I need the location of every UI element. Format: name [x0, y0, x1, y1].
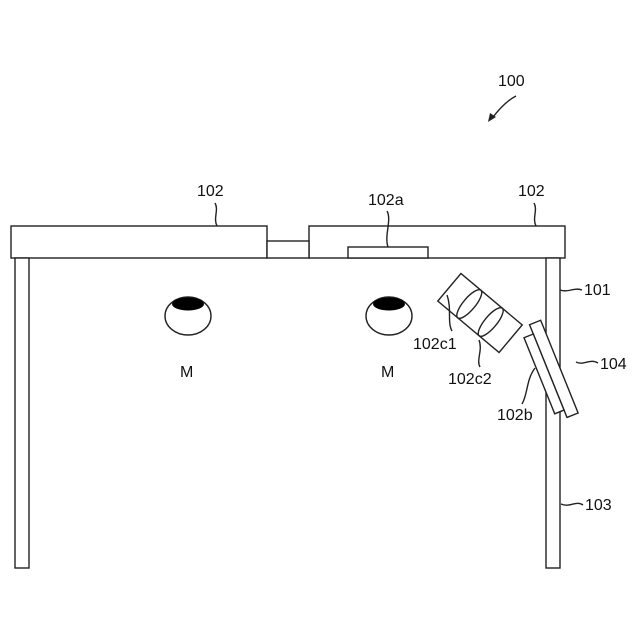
label-101: 101: [584, 282, 611, 299]
label-103: 103: [585, 497, 612, 514]
label-102b: 102b: [497, 407, 533, 424]
recess-element-102a: [348, 247, 428, 258]
left-leg: [15, 258, 29, 568]
label-104: 104: [600, 356, 627, 373]
leader-102c2: [479, 340, 481, 367]
leader-102-right: [534, 203, 536, 226]
label-102-right: 102: [518, 183, 545, 200]
label-102a: 102a: [368, 192, 404, 209]
leader-102b: [522, 368, 535, 404]
leader-101: [560, 289, 582, 291]
leader-104: [576, 361, 598, 363]
leader-100: [493, 96, 516, 117]
label-102-left: 102: [197, 183, 224, 200]
plate-connector: [267, 241, 309, 258]
eye-right: [366, 297, 412, 335]
label-102c1: 102c1: [413, 336, 457, 353]
leader-102-left: [215, 203, 217, 226]
top-plate-left: [11, 226, 267, 258]
label-eye-right: M: [381, 364, 394, 381]
label-102c2: 102c2: [448, 371, 492, 388]
leader-103: [561, 503, 583, 505]
eye-left: [165, 297, 211, 335]
label-100: 100: [498, 73, 525, 90]
label-eye-left: M: [180, 364, 193, 381]
